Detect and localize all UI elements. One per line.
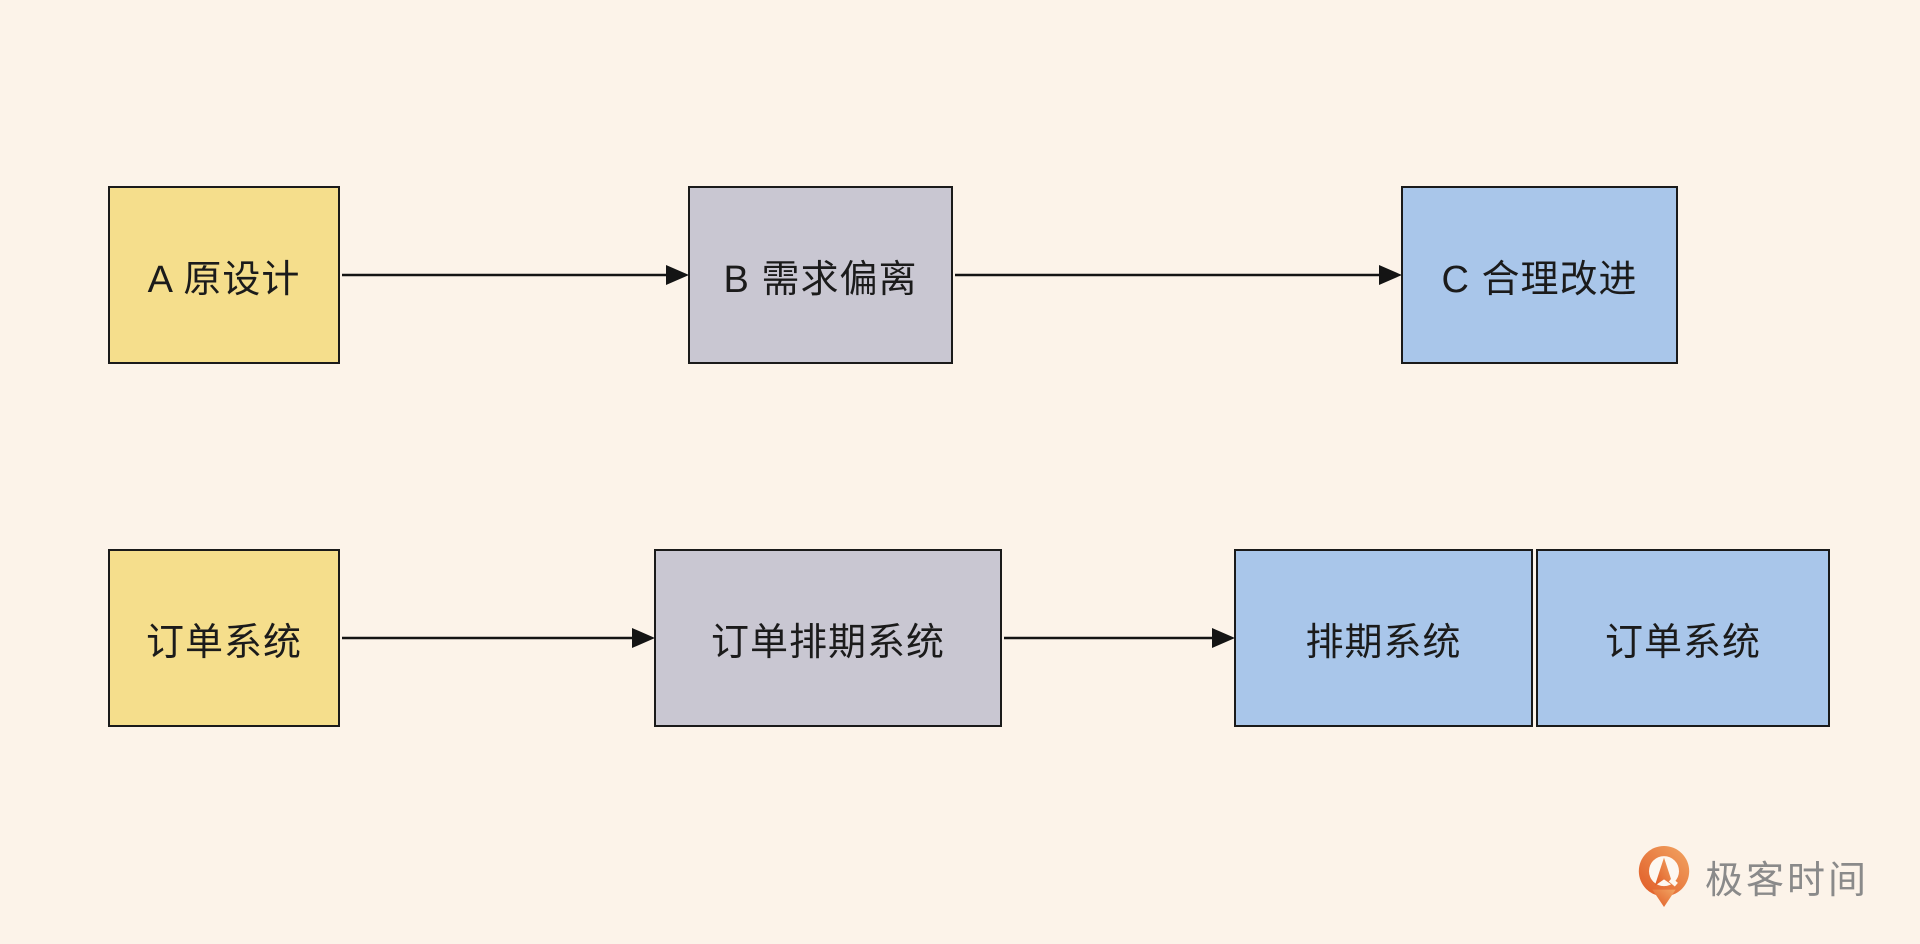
node-label: 排期系统 — [1305, 621, 1462, 664]
node-label: 订单系统 — [145, 621, 302, 664]
node-label: 订单系统 — [1604, 621, 1761, 664]
node-scheduling-system-split: 排期系统 — [1234, 549, 1533, 727]
node-label: B 需求偏离 — [723, 258, 918, 301]
node-label: C 合理改进 — [1441, 258, 1638, 301]
arrow-b-to-c — [955, 265, 1402, 285]
brand-watermark: 极客时间 — [1633, 843, 1869, 909]
node-order-system-split: 订单系统 — [1536, 549, 1830, 727]
arrow-a-to-b — [342, 265, 689, 285]
geektime-logo-icon — [1638, 845, 1690, 907]
node-label: 订单排期系统 — [710, 621, 945, 664]
node-requirement-deviation: B 需求偏离 — [688, 186, 953, 364]
node-label: A 原设计 — [147, 258, 301, 301]
node-order-scheduling-system: 订单排期系统 — [654, 549, 1002, 727]
node-reasonable-improvement: C 合理改进 — [1401, 186, 1678, 364]
node-original-design: A 原设计 — [108, 186, 340, 364]
brand-name: 极客时间 — [1705, 859, 1870, 902]
node-order-system: 订单系统 — [108, 549, 340, 727]
arrow-order-to-orderscheduling — [342, 628, 655, 648]
arrow-orderscheduling-to-split — [1004, 628, 1235, 648]
